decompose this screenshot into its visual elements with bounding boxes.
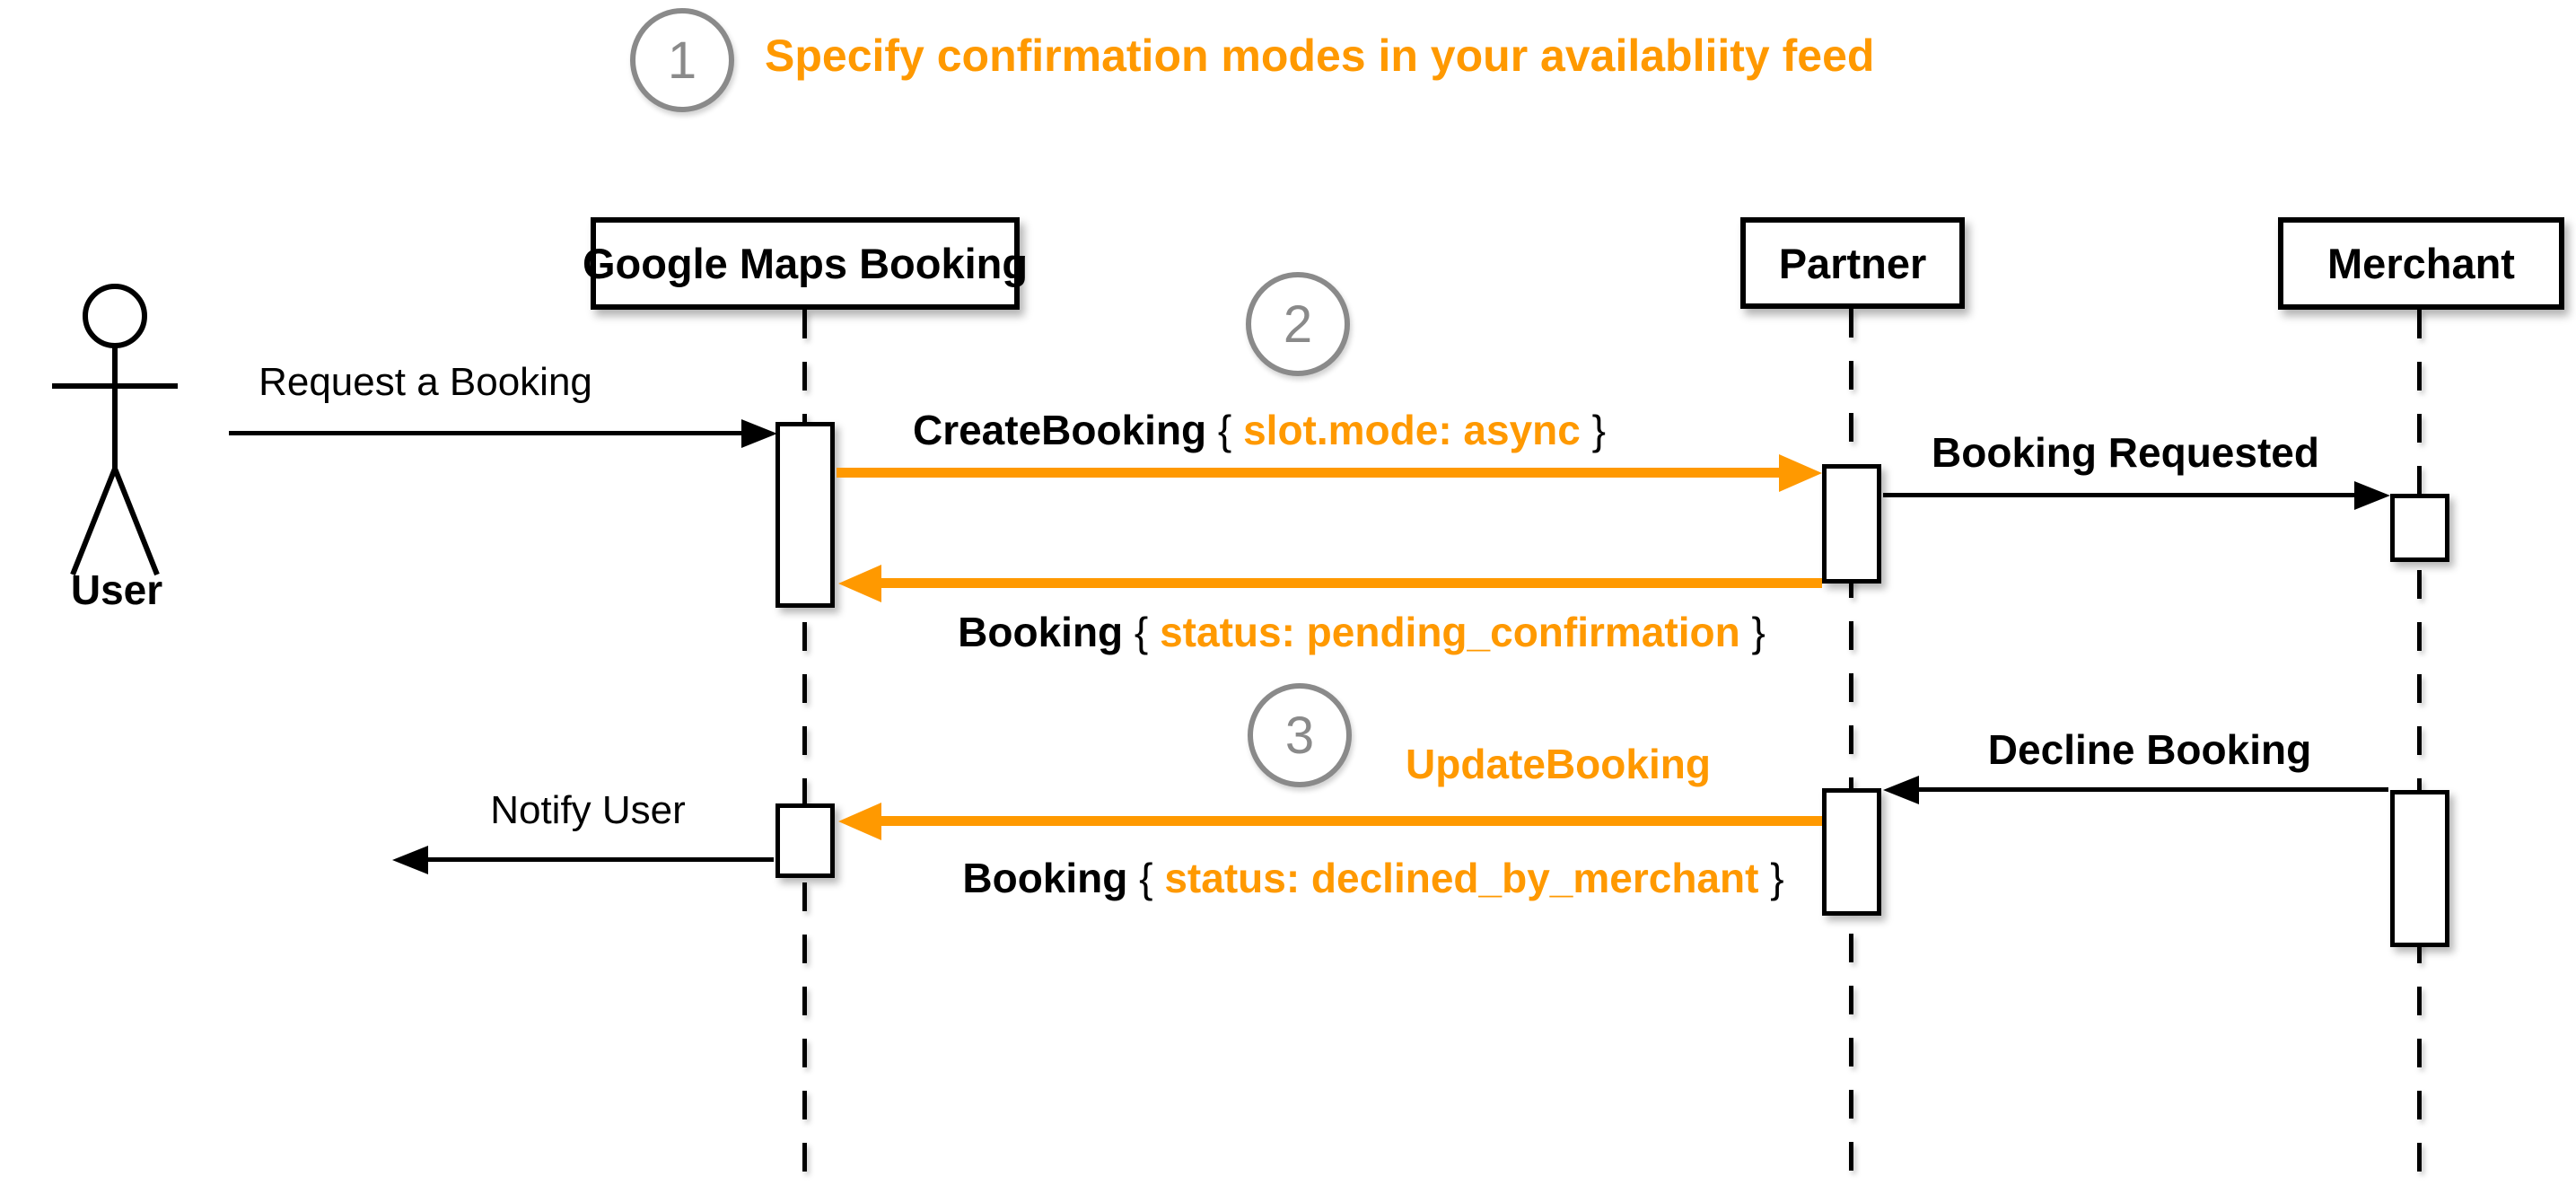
booking-requested-arrow-line <box>1883 493 2354 497</box>
request-booking-arrowhead <box>741 419 777 448</box>
diagram-title: Specify confirmation modes in your avail… <box>765 31 1875 81</box>
notify-user-arrow-line <box>426 857 774 862</box>
lifeline-partner <box>1849 309 1853 1174</box>
create-booking-close-brace: } <box>1591 407 1607 453</box>
lifeline-merchant <box>2417 310 2422 1174</box>
lifeline-header-google-maps-booking: Google Maps Booking <box>583 217 1028 310</box>
lifeline-header-merchant: Merchant <box>2278 217 2564 310</box>
create-booking-arrowhead <box>1779 454 1822 492</box>
activation-gmb-2 <box>775 803 835 878</box>
create-booking-arrow-line <box>837 468 1779 478</box>
notify-user-arrowhead <box>392 846 428 874</box>
request-booking-arrow-line <box>229 431 741 435</box>
booking-pending-arrow-line <box>880 578 1822 588</box>
update-booking-label: UpdateBooking <box>1406 741 1711 787</box>
activation-merchant-2 <box>2390 790 2449 947</box>
lifeline-header-partner: Partner <box>1740 217 1965 309</box>
notify-user-label: Notify User <box>490 788 686 832</box>
user-actor-label: User <box>70 566 163 613</box>
create-booking-open-brace: { <box>1217 407 1232 453</box>
step-2-badge: 2 <box>1246 272 1350 376</box>
partner-header-label: Partner <box>1778 239 1927 287</box>
booking-pending-close-brace: } <box>1751 609 1766 655</box>
step-2-number: 2 <box>1283 294 1313 354</box>
activation-merchant-1 <box>2390 494 2449 562</box>
step-3-number: 3 <box>1284 706 1315 765</box>
booking-pending-name: Booking <box>958 609 1124 655</box>
activation-partner-2 <box>1822 788 1881 916</box>
booking-pending-param: status: pending_confirmation <box>1160 609 1740 655</box>
user-actor-icon <box>52 284 178 576</box>
booking-declined-open-brace: { <box>1139 855 1153 901</box>
create-booking-label: CreateBooking { slot.mode: async } <box>913 406 1606 454</box>
step-1-number: 1 <box>667 31 697 90</box>
merchant-header-label: Merchant <box>2327 240 2515 287</box>
create-booking-param: slot.mode: async <box>1243 407 1581 453</box>
booking-declined-close-brace: } <box>1770 855 1784 901</box>
update-booking-arrow-line <box>880 816 1822 826</box>
booking-declined-name: Booking <box>962 855 1128 901</box>
step-3-badge: 3 <box>1248 683 1352 787</box>
update-booking-arrowhead <box>838 803 881 840</box>
booking-declined-param: status: declined_by_merchant <box>1164 855 1759 901</box>
booking-pending-label: Booking { status: pending_confirmation } <box>958 608 1766 656</box>
decline-booking-arrowhead <box>1883 776 1919 804</box>
decline-booking-arrow-line <box>1917 787 2388 792</box>
decline-booking-label: Decline Booking <box>1987 726 2312 773</box>
booking-declined-label: Booking { status: declined_by_merchant } <box>962 854 1783 902</box>
step-1-badge: 1 <box>630 8 734 112</box>
activation-partner-1 <box>1822 464 1881 584</box>
gmb-header-label: Google Maps Booking <box>582 240 1029 287</box>
booking-requested-arrowhead <box>2354 481 2390 510</box>
request-booking-label: Request a Booking <box>258 360 592 404</box>
booking-requested-label: Booking Requested <box>1932 429 2319 476</box>
booking-pending-arrowhead <box>838 565 881 602</box>
lifeline-google-maps-booking <box>802 310 807 1174</box>
create-booking-name: CreateBooking <box>912 407 1207 453</box>
activation-gmb-1 <box>775 422 835 608</box>
booking-pending-open-brace: { <box>1134 609 1149 655</box>
